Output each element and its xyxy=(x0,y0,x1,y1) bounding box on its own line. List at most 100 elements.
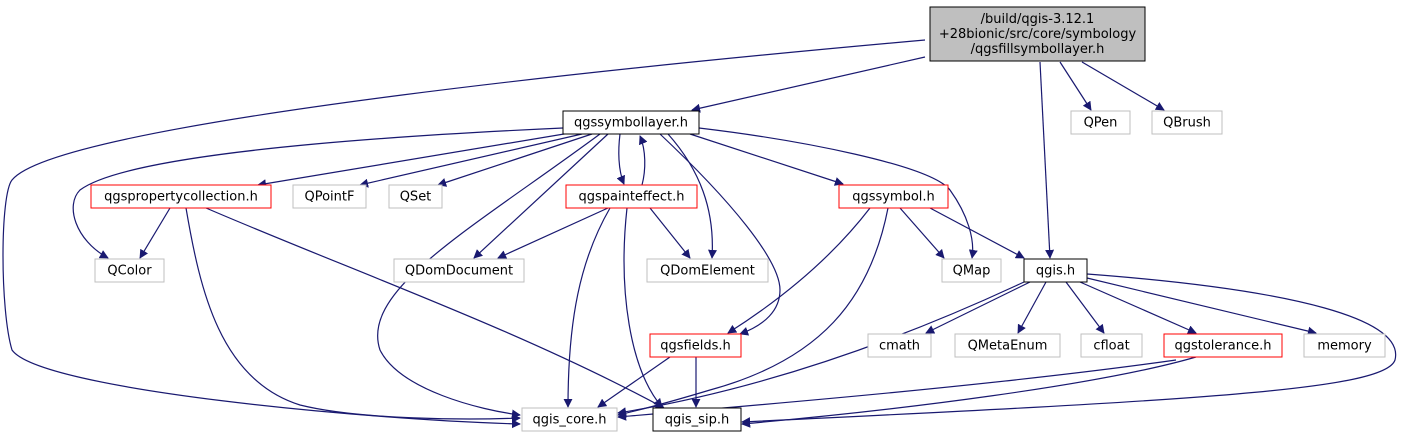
node-box xyxy=(1303,333,1386,358)
node-qmap: QMap xyxy=(941,258,1002,283)
node-box xyxy=(292,184,367,209)
edge-path xyxy=(377,133,601,419)
edge-path xyxy=(741,356,1197,428)
node-label: /build/qgis-3.12.1 xyxy=(981,12,1095,27)
edges-layer xyxy=(2,39,1397,429)
edge-qgssymbollayer-to-qgspropertycollection xyxy=(257,132,571,189)
node-label: +28bionic/src/core/symbology xyxy=(939,27,1137,42)
edge-qgssymbollayer-to-qgis_core xyxy=(377,133,601,419)
node-qgis[interactable]: qgis.h xyxy=(1023,258,1088,283)
node-memory: memory xyxy=(1303,333,1386,358)
node-box xyxy=(867,333,932,358)
node-qgis_core: qgis_core.h xyxy=(521,407,618,432)
edge-path xyxy=(667,133,717,259)
edge-qgis-to-qmetaenum xyxy=(1017,281,1047,334)
node-box xyxy=(929,6,1146,62)
node-box xyxy=(1080,333,1143,358)
nodes-layer: /build/qgis-3.12.1+28bionic/src/core/sym… xyxy=(90,6,1386,432)
node-label: qgssymbol.h xyxy=(852,190,935,205)
edge-path xyxy=(563,207,611,408)
node-label: qgspainteffect.h xyxy=(578,190,684,205)
node-label: QMetaEnum xyxy=(968,339,1048,354)
node-qdomelement: QDomElement xyxy=(646,258,769,283)
edge-root-to-qgssymbollayer xyxy=(691,56,926,113)
node-label: QSet xyxy=(400,190,432,205)
node-label: QPen xyxy=(1084,116,1118,131)
node-box xyxy=(941,258,1002,283)
edge-path xyxy=(649,207,691,259)
node-box xyxy=(1163,333,1283,358)
node-qgstolerance[interactable]: qgstolerance.h xyxy=(1163,333,1283,358)
edge-path xyxy=(659,133,781,336)
node-box xyxy=(838,184,949,209)
edge-qgssymbol-to-qgsfields xyxy=(727,207,871,334)
node-qgspropertycollection[interactable]: qgspropertycollection.h xyxy=(90,184,272,209)
node-label: /qgsfillsymbollayer.h xyxy=(971,42,1105,57)
edge-path xyxy=(1059,61,1092,111)
edge-qgssymbollayer-to-qgsfields xyxy=(659,133,781,336)
edge-path xyxy=(437,133,593,187)
node-qgis_sip[interactable]: qgis_sip.h xyxy=(652,407,742,432)
node-box xyxy=(652,407,742,432)
node-qgsfields[interactable]: qgsfields.h xyxy=(649,333,742,358)
edge-root-to-qgis xyxy=(1039,61,1055,259)
node-label: QColor xyxy=(107,264,152,279)
edge-qgis-to-qgstolerance xyxy=(1079,281,1197,334)
edge-qgspropertycollection-to-qgis_core xyxy=(185,207,521,423)
edge-root-to-qgis_core xyxy=(2,39,926,429)
node-box xyxy=(388,184,443,209)
edge-path xyxy=(139,207,171,259)
node-box xyxy=(1151,110,1223,135)
edge-qgis-to-qgis_core xyxy=(617,281,1025,417)
edge-path xyxy=(1079,281,1197,334)
edge-qgssymbollayer-to-qgssymbol xyxy=(689,133,844,186)
node-label: QDomDocument xyxy=(405,264,513,279)
node-box xyxy=(565,184,698,209)
node-box xyxy=(521,407,618,432)
node-qcolor: QColor xyxy=(94,258,165,283)
edge-path xyxy=(741,273,1397,427)
node-box xyxy=(1070,110,1131,135)
edge-path xyxy=(616,133,625,185)
edge-qgssymbollayer-to-qset xyxy=(437,133,593,187)
node-box xyxy=(954,333,1061,358)
node-qgssymbollayer[interactable]: qgssymbollayer.h xyxy=(562,110,700,135)
edge-qgssymbollayer-to-qdomelement xyxy=(667,133,717,259)
node-box xyxy=(393,258,525,283)
edge-path xyxy=(617,281,1025,417)
edge-path xyxy=(698,127,978,259)
edge-qgspropertycollection-to-qcolor xyxy=(139,207,171,259)
edge-qgspainteffect-to-qgis_core xyxy=(563,207,611,408)
edge-qgspainteffect-to-qgis_sip xyxy=(623,207,663,408)
edge-path xyxy=(1081,61,1165,111)
edge-qgssymbollayer-to-qcolor xyxy=(72,127,564,259)
edge-path xyxy=(1017,281,1047,334)
node-qmetaenum: QMetaEnum xyxy=(954,333,1061,358)
node-box xyxy=(90,184,272,209)
node-qgssymbol[interactable]: qgssymbol.h xyxy=(838,184,949,209)
edge-path xyxy=(2,39,926,429)
edge-qgspainteffect-to-qgssymbollayer xyxy=(639,135,648,186)
edge-qgspropertycollection-to-qgis_sip xyxy=(205,207,665,409)
edge-path xyxy=(205,207,665,409)
edge-qgssymbollayer-to-qgspainteffect xyxy=(616,133,625,185)
edge-path xyxy=(257,132,571,189)
edge-path xyxy=(1065,281,1105,334)
edge-qgis-to-memory xyxy=(1086,277,1317,336)
edge-path xyxy=(597,356,671,408)
node-qgspainteffect[interactable]: qgspainteffect.h xyxy=(565,184,698,209)
edge-qgis-to-cmath xyxy=(925,281,1031,334)
edge-qgis-to-cfloat xyxy=(1065,281,1105,334)
node-root[interactable]: /build/qgis-3.12.1+28bionic/src/core/sym… xyxy=(929,6,1146,62)
edge-qgssymbollayer-to-qmap xyxy=(698,127,978,259)
node-cfloat: cfloat xyxy=(1080,333,1143,358)
edge-path xyxy=(359,133,583,188)
edge-path xyxy=(925,281,1031,334)
node-qbrush: QBrush xyxy=(1151,110,1223,135)
edge-root-to-qpen xyxy=(1059,61,1092,111)
edge-qgsfields-to-qgis_core xyxy=(597,356,671,408)
node-label: qgis_sip.h xyxy=(665,413,729,428)
node-label: qgspropertycollection.h xyxy=(104,190,258,205)
node-label: qgstolerance.h xyxy=(1174,339,1271,354)
